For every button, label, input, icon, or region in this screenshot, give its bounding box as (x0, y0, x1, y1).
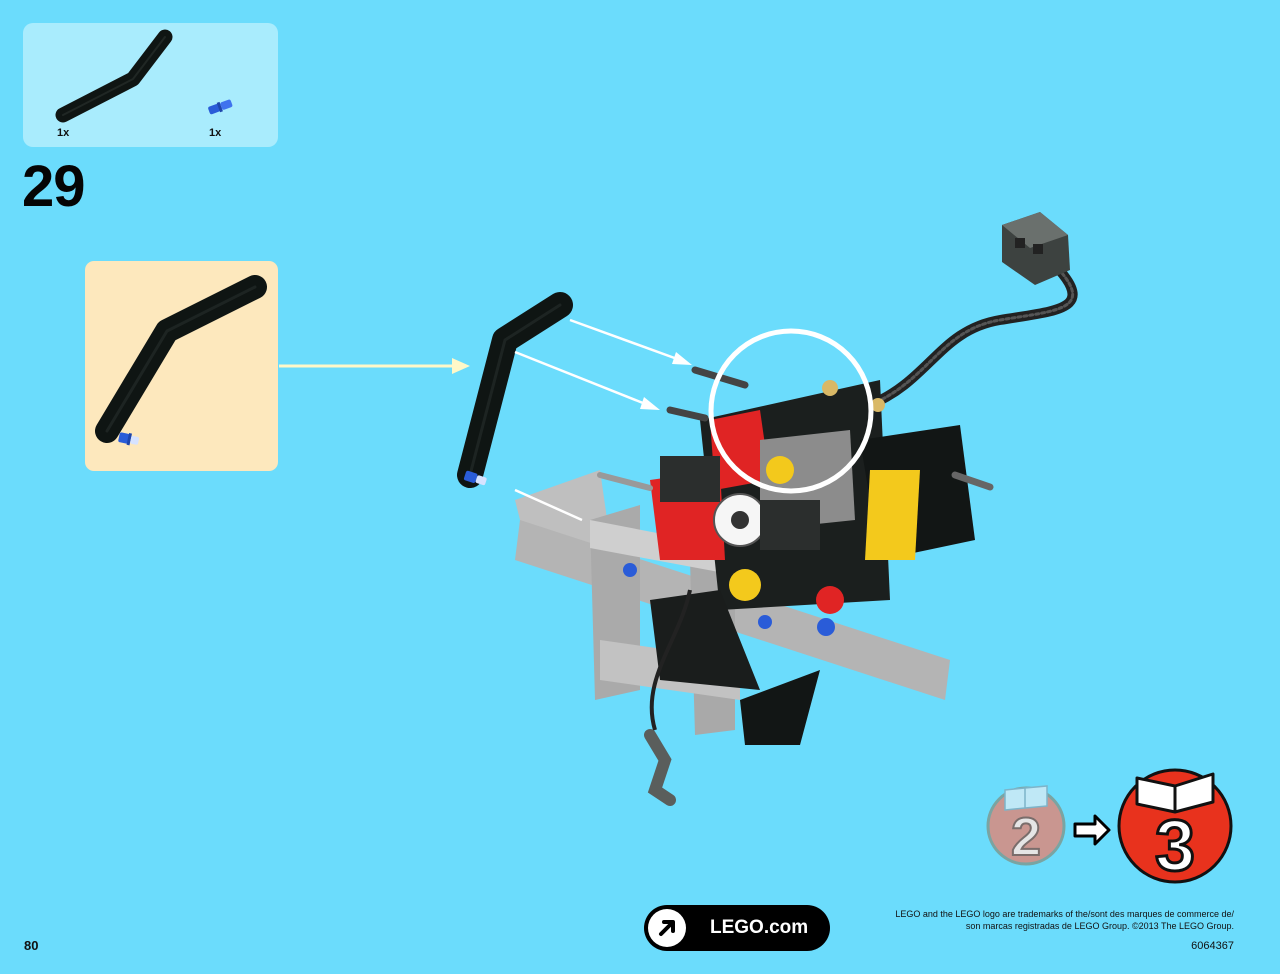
gearbox-internals (650, 380, 920, 614)
external-link-arrow-icon (648, 909, 686, 947)
lego-com-link[interactable]: LEGO.com (644, 905, 830, 951)
book-to-number: 3 (1155, 806, 1195, 886)
book-2-badge (986, 785, 1066, 866)
hanging-cable (649, 589, 692, 731)
cable-plug (644, 729, 676, 806)
part-qty-liftarm: 1x (57, 127, 70, 139)
blue-pins (623, 563, 835, 636)
part-qty-pin: 1x (209, 127, 222, 139)
callout-arrow (279, 358, 470, 374)
legal-line-2: son marcas registradas de LEGO Group. ©2… (965, 921, 1234, 931)
blue-pin-icon (208, 99, 233, 115)
blue-pin-icon (118, 432, 140, 446)
assembly-arrows (514, 318, 692, 522)
page-number: 80 (24, 938, 39, 953)
step-number: 29 (22, 154, 86, 219)
bent-liftarm-with-pin-icon (95, 275, 267, 446)
book-from-number: 2 (1011, 807, 1041, 867)
book-navigation: 2 3 (986, 768, 1233, 888)
legal-line-1: LEGO and the LEGO logo are trademarks of… (895, 909, 1234, 919)
blue-pin-icon (463, 470, 487, 486)
bent-liftarm-icon (55, 29, 173, 123)
power-connector (1002, 212, 1070, 285)
legal-text: LEGO and the LEGO logo are trademarks of… (824, 908, 1234, 932)
next-book-arrow-icon (1073, 814, 1111, 846)
book-3-badge (1117, 768, 1233, 884)
set-number: 6064367 (1191, 940, 1234, 952)
parts-list-illustration (55, 29, 233, 123)
parts-list-box: 1x 1x (23, 23, 278, 147)
new-liftarm (457, 292, 573, 488)
callout-box (85, 261, 278, 471)
highlight-circle (708, 328, 874, 494)
lego-com-label: LEGO.com (710, 917, 809, 938)
